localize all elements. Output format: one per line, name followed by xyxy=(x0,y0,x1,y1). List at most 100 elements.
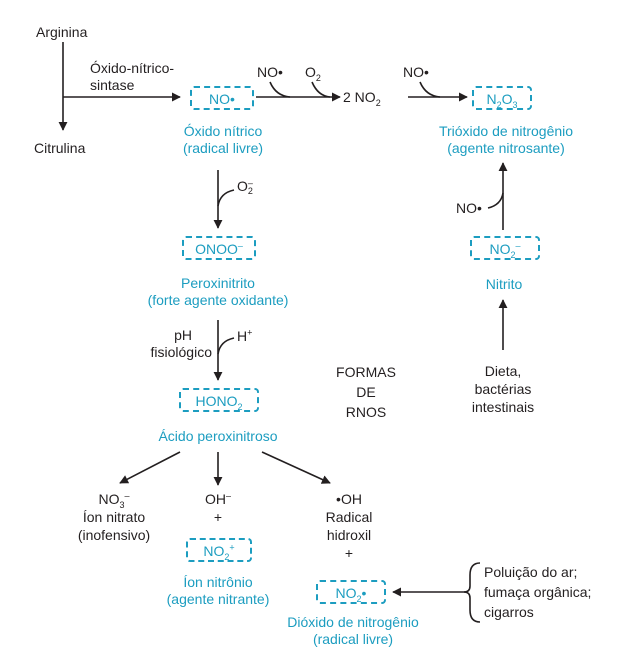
diet-line-1: Dieta, xyxy=(484,363,522,379)
hydroxyl-line-1: •OH xyxy=(336,491,362,507)
no2-radical-base: NO xyxy=(335,585,357,601)
nos-enzyme-line-2: sintase xyxy=(90,77,135,93)
hydroxyl-line-3: hidroxil xyxy=(326,527,372,543)
ph-label: pH fisiológico xyxy=(132,327,212,361)
nitrite-name: Nitrito xyxy=(485,276,523,292)
nitrite-base: NO xyxy=(489,241,511,257)
curve-superoxide xyxy=(217,189,235,207)
nitrite-sub: 2 xyxy=(510,249,516,260)
arrow-hono2-to-nitrate xyxy=(119,451,181,484)
arrow-hono2-to-hydroxyl xyxy=(261,451,331,484)
hydroxyl-line-4: + xyxy=(344,545,354,561)
curve-o2-reagent xyxy=(311,81,331,98)
n2o3-sub2: 3 xyxy=(512,99,518,110)
nitrate-sup: – xyxy=(124,490,130,501)
nitrate-sub: 3 xyxy=(119,499,125,510)
no2-radical-name: Dióxido de nitrogênio (radical livre) xyxy=(287,614,419,648)
superoxide-base: O xyxy=(237,178,248,194)
nitrate-line-2: (inofensivo) xyxy=(77,527,151,543)
diet-line-2: bactérias xyxy=(474,381,532,397)
curve-no-reagent xyxy=(269,81,291,98)
n2o3-b: O xyxy=(501,91,513,107)
h-plus-base: H xyxy=(237,328,248,344)
nitrite-sup: – xyxy=(515,240,521,251)
hydroxide-base: OH xyxy=(204,491,226,507)
nos-enzyme-line-1: Óxido-nítrico- xyxy=(90,60,175,76)
no2-radical-name-line-1: Dióxido de nitrogênio xyxy=(287,614,419,630)
nitronium-name: Íon nitrônio (agente nitrante) xyxy=(167,574,270,608)
n2o3-name-line-1: Trióxido de nitrogênio xyxy=(438,123,574,139)
hydroxyl-line-2: Radical xyxy=(325,509,373,525)
nitronium-name-line-1: Íon nitrônio xyxy=(183,574,253,590)
hono2-box: HONO2 xyxy=(179,388,259,412)
nitrate-base: NO xyxy=(98,491,120,507)
ph-line-1: pH xyxy=(174,327,192,343)
n2o3-sub1: 2 xyxy=(496,99,502,110)
pollution-label: Poluição do ar; fumaça orgânica; cigarro… xyxy=(484,562,591,622)
no2-radical-name-line-2: (radical livre) xyxy=(312,631,394,647)
nitronium-sup: + xyxy=(229,542,235,553)
no2-radical-box: NO2• xyxy=(316,580,386,604)
pollution-line-2: fumaça orgânica; xyxy=(484,584,592,600)
product-no2-base: 2 NO xyxy=(343,89,376,105)
n2o3-a: N xyxy=(486,91,497,107)
reagent-no-2: NO• xyxy=(403,64,429,80)
nitronium-box: NO2+ xyxy=(186,538,252,562)
hydroxide-plus: + xyxy=(213,509,223,525)
nos-enzyme-label: Óxido-nítrico- sintase xyxy=(90,60,174,94)
nitronium-sub: 2 xyxy=(224,551,230,562)
h-plus-sup: + xyxy=(247,327,253,338)
onoo-name-line-2: (forte agente oxidante) xyxy=(147,292,289,308)
product-no2-sub: 2 xyxy=(375,97,381,108)
hono2-sub: 2 xyxy=(237,401,243,412)
pollution-bracket xyxy=(463,562,481,623)
no-box: NO• xyxy=(190,86,254,110)
no2-radical-tail: • xyxy=(361,585,367,601)
citrulline-label: Citrulina xyxy=(34,140,86,156)
no-to-n2o3-reagent: NO• xyxy=(456,200,482,216)
superoxide-sub: 2 xyxy=(247,186,253,197)
center-title-line-1: FORMAS xyxy=(336,364,396,380)
onoo-sup: – xyxy=(237,240,243,251)
hydroxide-group: OH– + xyxy=(205,490,231,526)
onoo-base: ONOO xyxy=(195,241,238,257)
hydroxide-formula: OH– xyxy=(205,490,231,508)
ph-line-2: fisiológico xyxy=(150,344,212,360)
hydroxyl-group: •OH Radical hidroxil + xyxy=(326,490,373,562)
no2-radical-sub: 2 xyxy=(356,593,362,604)
onoo-box: ONOO– xyxy=(182,236,256,260)
pollution-line-3: cigarros xyxy=(484,604,534,620)
reagent-o2: O2 xyxy=(305,64,321,83)
center-title: FORMAS DE RNOS xyxy=(336,362,396,422)
onoo-name-line-1: Peroxinitrito xyxy=(181,275,255,291)
reagent-o2-sub: 2 xyxy=(315,72,321,83)
nitrate-formula: NO3– xyxy=(78,490,150,510)
n2o3-name-line-2: (agente nitrosante) xyxy=(447,140,565,156)
pollution-line-1: Poluição do ar; xyxy=(484,564,578,580)
superoxide-sup: – xyxy=(247,178,253,189)
superoxide-reagent: O–2 xyxy=(237,178,253,197)
curve-h-plus xyxy=(217,337,235,355)
nitronium-name-line-2: (agente nitrante) xyxy=(166,591,270,607)
no-name-line-1: Óxido nítrico xyxy=(183,123,263,139)
nitronium-base: NO xyxy=(203,543,225,559)
reagent-o2-base: O xyxy=(305,64,316,80)
nitrate-line-1: Íon nitrato xyxy=(82,509,146,525)
n2o3-name: Trióxido de nitrogênio (agente nitrosant… xyxy=(439,123,573,157)
diet-line-3: intestinais xyxy=(471,399,535,415)
reagent-no-1: NO• xyxy=(257,64,283,80)
center-title-line-2: DE xyxy=(356,384,376,400)
arginine-label: Arginina xyxy=(36,24,88,40)
no-name-line-2: (radical livre) xyxy=(182,140,264,156)
no-name: Óxido nítrico (radical livre) xyxy=(183,123,263,157)
curve-no-to-n2o3 xyxy=(487,192,504,209)
curve-no-reagent-2 xyxy=(419,81,441,98)
h-plus-reagent: H+ xyxy=(237,328,252,345)
hydroxide-sup: – xyxy=(225,490,232,501)
diet-label: Dieta, bactérias intestinais xyxy=(472,362,534,416)
nitrite-box: NO2– xyxy=(470,236,540,260)
hono2-name: Ácido peroxinitroso xyxy=(158,428,278,444)
n2o3-box: N2O3 xyxy=(472,86,532,110)
center-title-line-3: RNOS xyxy=(345,404,387,420)
nitrate-group: NO3– Íon nitrato (inofensivo) xyxy=(78,490,150,544)
